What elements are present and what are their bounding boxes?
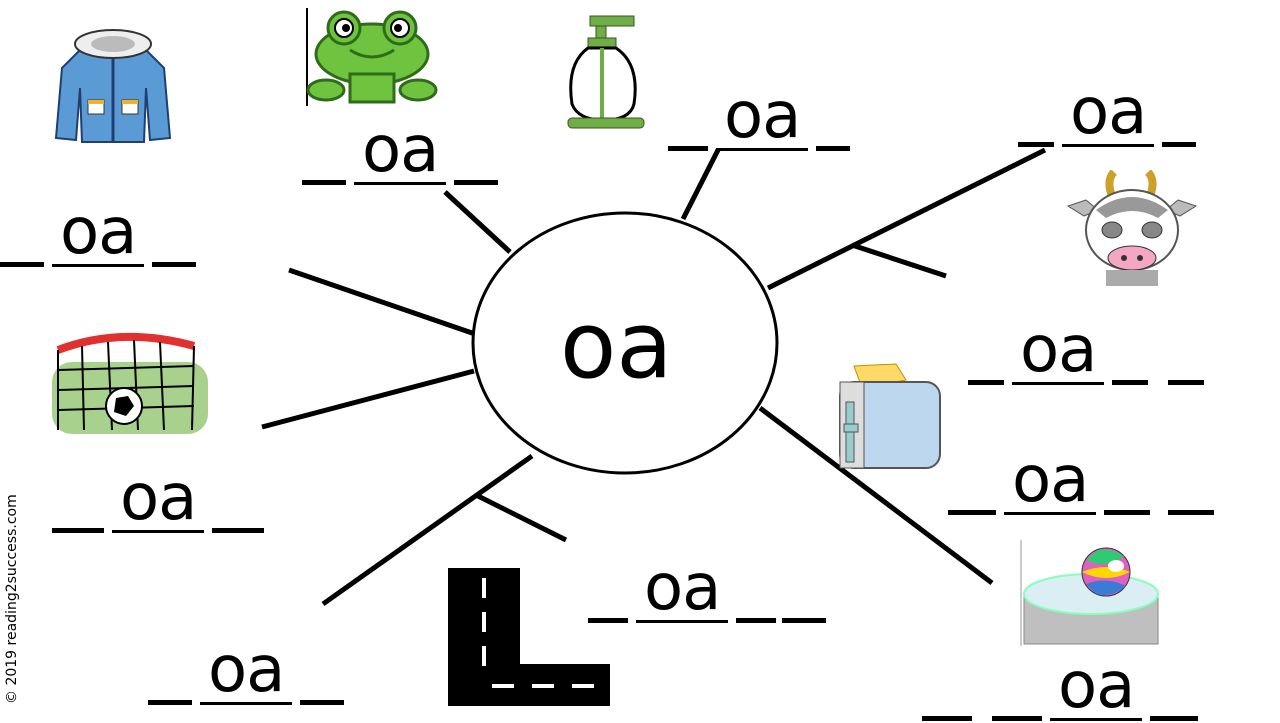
frog-word[interactable]: oa	[302, 118, 499, 185]
goat-icon	[1066, 170, 1198, 286]
toaster-icon	[839, 363, 941, 469]
coat-word[interactable]: oa	[0, 200, 197, 267]
coat-icon	[54, 29, 172, 143]
goat-word[interactable]: oa	[1018, 80, 1197, 147]
soap-dispenser-icon	[567, 15, 645, 129]
hub-circle	[471, 211, 779, 475]
goal-word[interactable]: oa	[52, 466, 265, 533]
soap-word[interactable]: oa	[668, 84, 851, 151]
road-word[interactable]: oa	[148, 638, 345, 705]
road-word-2[interactable]: oa	[588, 556, 827, 623]
hub-letters: oa	[560, 292, 673, 399]
road-icon	[448, 568, 610, 706]
frog-icon	[306, 8, 438, 106]
soccer-goal-icon	[52, 332, 208, 434]
copyright-notice: © 2019 reading2success.com	[4, 494, 20, 704]
toast-word[interactable]: oa	[968, 318, 1205, 385]
toaster-word[interactable]: oa	[948, 448, 1215, 515]
beach-ball-float-icon	[1020, 540, 1159, 646]
float-word[interactable]: oa	[922, 654, 1199, 721]
